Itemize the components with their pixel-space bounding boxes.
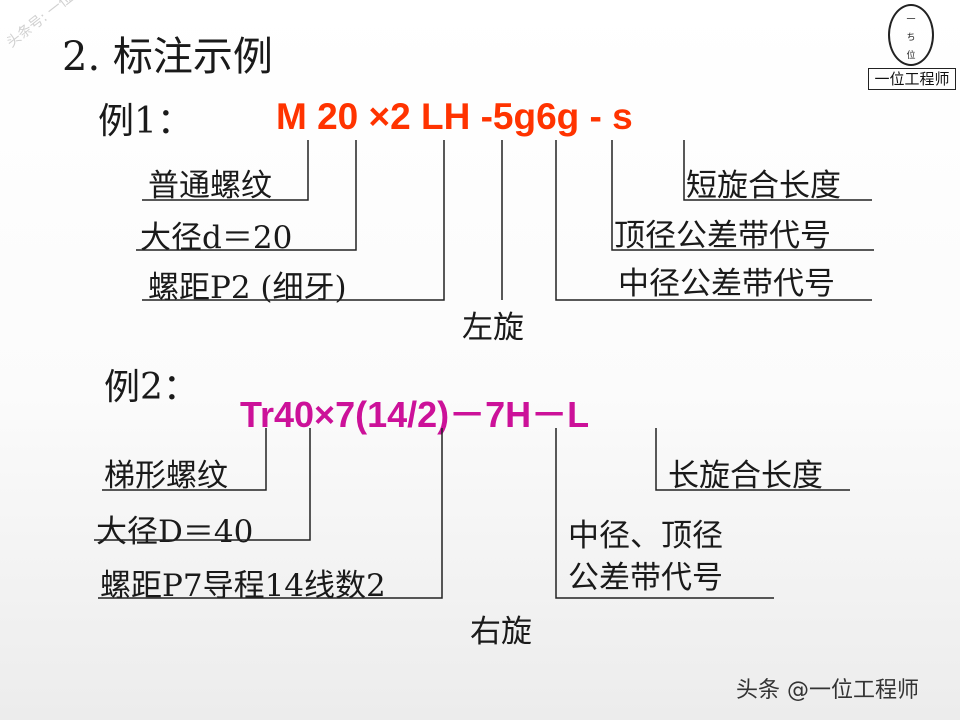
ex1-label-thread-type: 普通螺纹 bbox=[148, 168, 272, 204]
logo-emblem-char: 位 bbox=[906, 51, 916, 61]
ex2-label-long-length: 长旋合长度 bbox=[668, 458, 823, 494]
ex2-leader-pitch-lead bbox=[98, 428, 443, 599]
ex2-leader-tolerance bbox=[555, 428, 774, 599]
ex2-label-tolerance-line2: 公差带代号 bbox=[568, 560, 723, 596]
ex2-label-tolerance-line1: 中径、顶径 bbox=[568, 518, 723, 554]
ex1-leader-major-diameter bbox=[136, 140, 357, 251]
ex1-label-short-length: 短旋合长度 bbox=[686, 168, 841, 204]
logo-emblem: 一 ち 位 bbox=[888, 4, 934, 66]
logo-emblem-char: ち bbox=[906, 33, 916, 43]
logo-emblem-char: 一 bbox=[906, 15, 916, 25]
logo-text: 一位工程师 bbox=[868, 68, 956, 90]
ex1-leader-pitch bbox=[142, 140, 445, 301]
example1-label: 例1： bbox=[98, 101, 193, 142]
logo: 一 ち 位 一位工程师 bbox=[868, 4, 956, 90]
ex2-leader-long-length bbox=[655, 428, 850, 491]
ex2-leader-major-diameter bbox=[94, 428, 311, 541]
page-title: 2. 标注示例 bbox=[62, 34, 273, 80]
ex1-label-pitch-tolerance: 中径公差带代号 bbox=[618, 266, 835, 302]
ex2-label-thread-type: 梯形螺纹 bbox=[104, 458, 228, 494]
ex1-leader-crest-tolerance bbox=[611, 140, 874, 251]
example1-thread-code: M 20 ×2 LH -5g6g - s bbox=[276, 96, 633, 137]
example2-label: 例2： bbox=[104, 367, 199, 408]
ex1-leader-thread-type bbox=[142, 140, 309, 201]
ex1-label-left-hand: 左旋 bbox=[462, 310, 524, 346]
example2-thread-code: Tr40×7(14/2)－7H－L bbox=[240, 394, 590, 435]
ex2-label-major-diameter: 大径D＝40 bbox=[96, 514, 254, 550]
ex1-leader-short-length bbox=[683, 140, 872, 201]
ex1-leader-pitch-tolerance bbox=[555, 140, 872, 301]
ex1-label-crest-tolerance: 顶径公差带代号 bbox=[614, 218, 831, 254]
ex2-leader-thread-type bbox=[102, 428, 267, 491]
ex2-label-right-hand: 右旋 bbox=[470, 614, 532, 650]
bottom-watermark: 头条 @一位工程师 bbox=[736, 678, 919, 703]
